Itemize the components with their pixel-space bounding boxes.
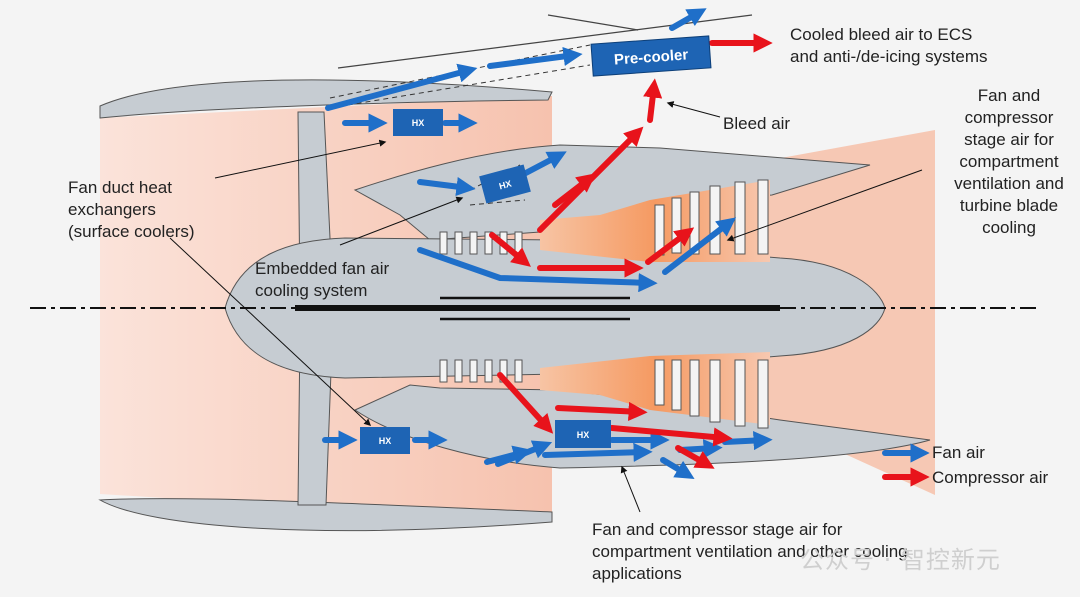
nacelle-upper <box>99 79 553 119</box>
cowl-line <box>547 14 639 31</box>
label-fan-compressor-lower: Fan and compressor stage air for compart… <box>592 520 908 583</box>
svg-text:HX: HX <box>379 436 392 446</box>
compressor-air-arrows <box>489 33 930 487</box>
hx-box-lower: HX <box>360 427 410 454</box>
label-fan-compressor-upper: Fan and compressor stage air for compart… <box>954 86 1064 237</box>
svg-text:HX: HX <box>498 179 513 192</box>
precooler-label: Pre-cooler <box>614 46 689 68</box>
compressor-blades-lower <box>439 359 769 429</box>
label-embedded-fan-air: Embedded fan air cooling system <box>255 259 390 300</box>
label-bleed-air: Bleed air <box>723 114 791 133</box>
leader-lines <box>169 101 923 513</box>
label-fan-duct-heat-exchangers: Fan duct heat exchangers (surface cooler… <box>68 178 195 241</box>
svg-text:HX: HX <box>577 430 590 440</box>
hx-box-lower-core: HX <box>555 420 611 448</box>
svg-text:HX: HX <box>412 118 425 128</box>
legend-fan-air: Fan air <box>932 443 985 462</box>
hx-box-embedded: HX <box>479 164 531 204</box>
watermark: 公众号 · 智控新元 <box>800 546 1001 574</box>
compressor-blades-upper <box>439 179 769 256</box>
precooler-box: Pre-cooler <box>590 35 712 77</box>
legend-compressor-air: Compressor air <box>932 468 1049 487</box>
bleed-duct-dashed <box>329 44 591 109</box>
label-cooled-bleed-air: Cooled bleed air to ECS and anti-/de-ici… <box>790 25 988 66</box>
nacelle-lower <box>98 498 553 532</box>
hx-box-top: HX <box>393 109 443 136</box>
